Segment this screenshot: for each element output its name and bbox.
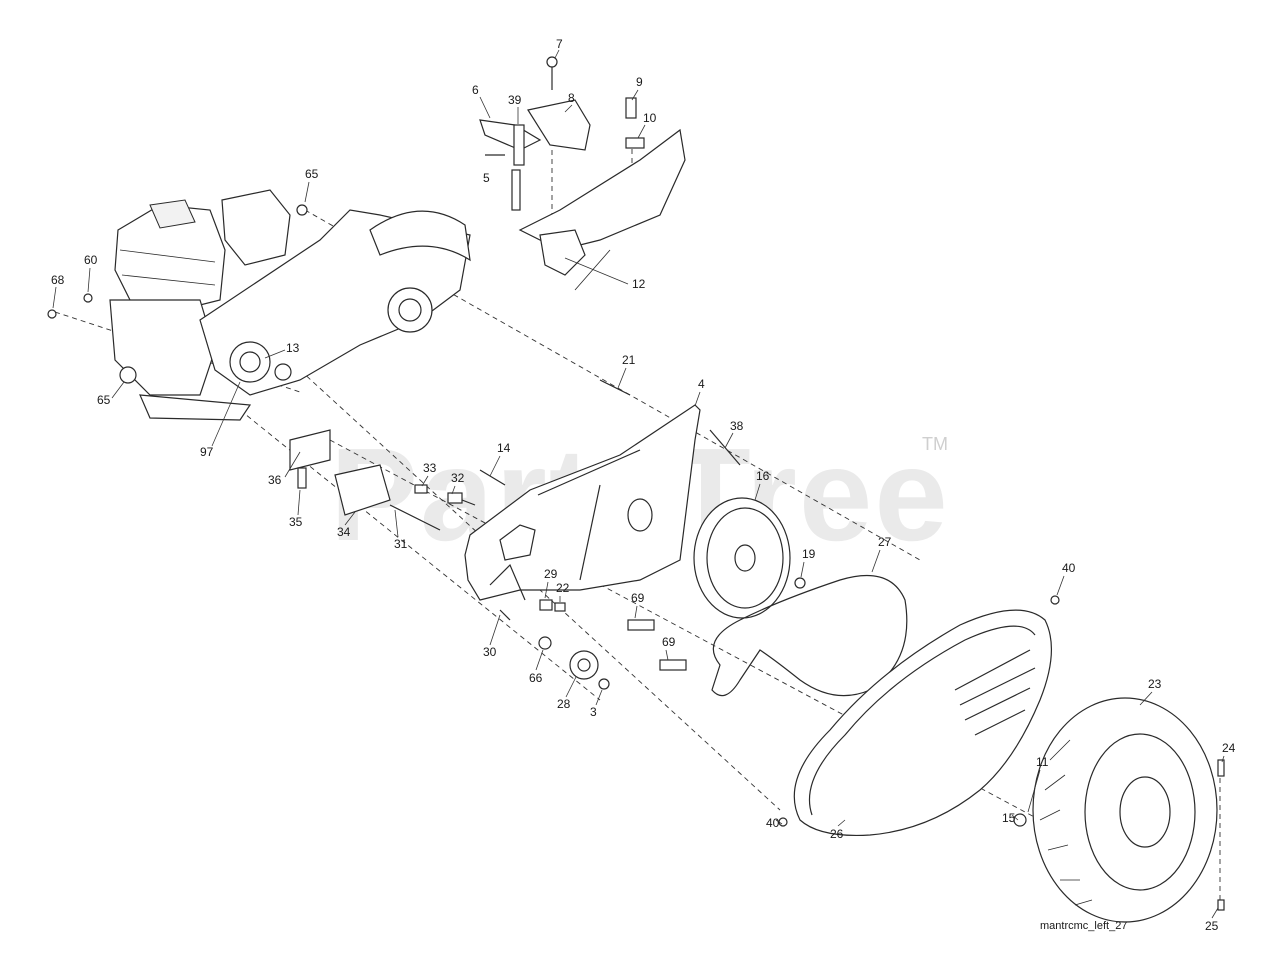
callout-31: 31 [394,537,408,551]
callout-35: 35 [289,515,303,529]
callout-69-bottom: 69 [662,635,676,649]
callout-5: 5 [483,171,490,185]
callout-66: 66 [529,671,543,685]
callout-4: 4 [698,377,705,391]
callout-19: 19 [802,547,816,561]
callout-3: 3 [590,705,597,719]
callout-97: 97 [200,445,214,459]
tire-wheel [1032,697,1218,923]
callout-29: 29 [544,567,558,581]
callout-36: 36 [268,473,282,487]
callout-14: 14 [497,441,511,455]
callout-30: 30 [483,645,497,659]
belt-cover-plate [464,404,701,601]
callout-39: 39 [508,93,522,107]
callout-24: 24 [1222,741,1236,755]
callout-22: 22 [556,581,570,595]
drive-belt [711,574,908,697]
callout-33: 33 [423,461,437,475]
callout-9: 9 [636,75,643,89]
drive-pulley [693,497,791,619]
callout-28: 28 [557,697,571,711]
callout-labels: 7 6 39 8 9 10 5 65 68 60 12 13 21 4 65 9… [51,37,1236,933]
callout-69-top: 69 [631,591,645,605]
callout-10: 10 [643,111,657,125]
callout-12: 12 [632,277,646,291]
callout-40-top: 40 [1062,561,1076,575]
callout-68: 68 [51,273,65,287]
callout-21: 21 [622,353,636,367]
callout-60: 60 [84,253,98,267]
callout-27: 27 [878,535,892,549]
callout-11: 11 [1036,755,1049,769]
callout-40-bottom: 40 [766,816,780,830]
callout-15: 15 [1002,811,1016,825]
callout-25: 25 [1205,919,1219,933]
callout-38: 38 [730,419,744,433]
callout-7: 7 [556,37,563,51]
belt-guard-cover [793,609,1052,837]
callout-32: 32 [451,471,465,485]
callout-6: 6 [472,83,479,97]
callout-65-top: 65 [305,167,319,181]
callout-34: 34 [337,525,351,539]
callout-8: 8 [568,91,575,105]
engine-assembly [47,189,471,421]
diagram-caption: mantrcmc_left_27 [1040,920,1127,932]
callout-13: 13 [286,341,300,355]
shield-bracket-assembly [479,56,686,291]
callout-65-bottom: 65 [97,393,111,407]
callout-23: 23 [1148,677,1162,691]
callout-16: 16 [756,469,770,483]
callout-26: 26 [830,827,844,841]
watermark-trademark: TM [922,434,948,454]
